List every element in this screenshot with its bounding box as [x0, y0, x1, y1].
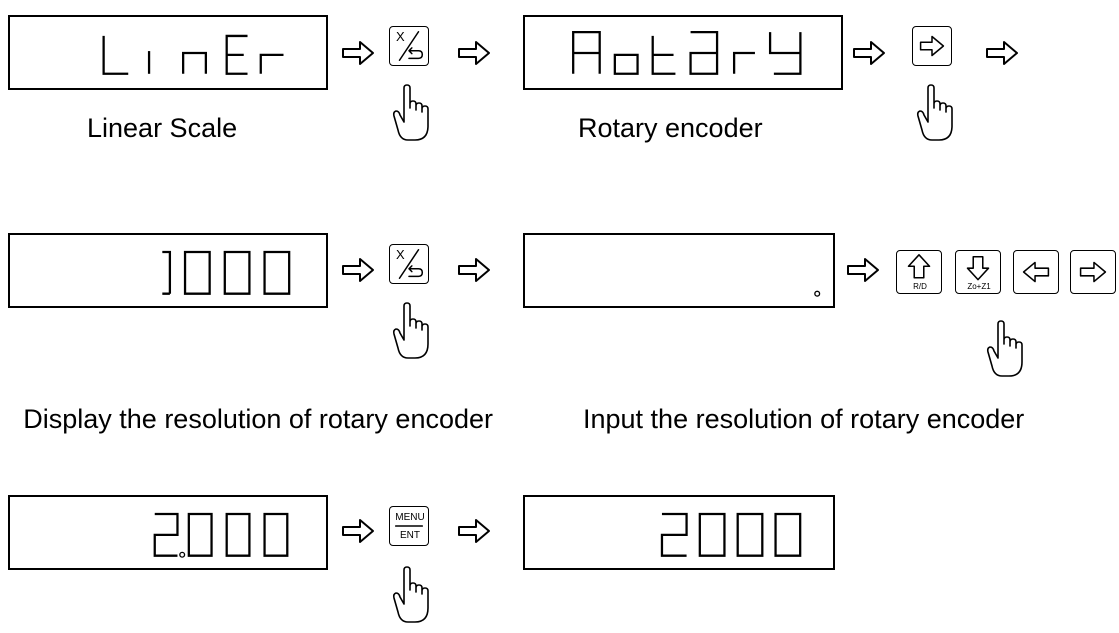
caption-display-resolution: Display the resolution of rotary encoder — [23, 404, 493, 434]
right-arrow-icon — [457, 257, 491, 283]
up-key-icon — [907, 254, 931, 279]
up-key[interactable]: R/D — [896, 250, 942, 294]
ent-key-label: ENT — [400, 530, 420, 541]
hand-pointer-icon — [392, 566, 432, 624]
x-select-key-label: X — [396, 247, 405, 262]
right-key[interactable] — [912, 26, 952, 66]
x-select-key-icon — [398, 30, 424, 62]
lcd-text-edit — [153, 512, 289, 558]
lcd-decimal-point — [814, 290, 821, 297]
right-arrow-icon — [341, 257, 375, 283]
hand-pointer-icon — [986, 320, 1026, 378]
down-key[interactable]: Zo+Z1 — [955, 250, 1001, 294]
caption-input-resolution: Input the resolution of rotary encoder — [583, 404, 1025, 434]
right-key[interactable] — [1070, 250, 1116, 294]
right-arrow-icon — [341, 518, 375, 544]
down-key-sub-label: Zo+Z1 — [967, 282, 991, 291]
lcd-text-rotary — [572, 31, 802, 75]
right-arrow-icon — [341, 40, 375, 66]
right-key-icon — [1079, 261, 1107, 283]
lcd-display-rotary — [523, 15, 843, 90]
hand-pointer-icon — [916, 84, 956, 142]
down-key-icon — [966, 255, 990, 281]
right-arrow-icon — [457, 518, 491, 544]
up-key-sub-label: R/D — [913, 282, 927, 291]
right-arrow-icon — [846, 257, 880, 283]
lcd-display-resolution — [8, 233, 328, 308]
lcd-text-linear — [102, 34, 284, 75]
left-key-icon — [1022, 261, 1050, 283]
x-select-key[interactable]: X — [389, 244, 429, 284]
x-select-key-icon — [398, 248, 424, 280]
caption-rotary-encoder: Rotary encoder — [578, 113, 763, 143]
lcd-display-edit — [8, 495, 328, 570]
lcd-display-confirmed — [523, 495, 835, 570]
right-key-icon — [919, 35, 945, 57]
right-arrow-icon — [852, 40, 886, 66]
hand-pointer-icon — [392, 302, 432, 360]
menu-ent-key[interactable]: MENU ENT — [389, 506, 429, 546]
right-arrow-icon — [457, 40, 491, 66]
hand-pointer-icon — [392, 84, 432, 142]
x-select-key[interactable]: X — [389, 26, 429, 66]
lcd-display-linear — [8, 15, 328, 90]
lcd-display-blank — [523, 233, 835, 308]
menu-key-label: MENU — [395, 512, 425, 523]
lcd-text-resolution — [162, 250, 291, 295]
menu-ent-key-icon — [394, 525, 424, 527]
caption-linear-scale: Linear Scale — [87, 113, 238, 143]
right-arrow-icon — [985, 40, 1019, 66]
x-select-key-label: X — [396, 29, 405, 44]
lcd-text-confirmed — [660, 512, 802, 557]
left-key[interactable] — [1013, 250, 1059, 294]
